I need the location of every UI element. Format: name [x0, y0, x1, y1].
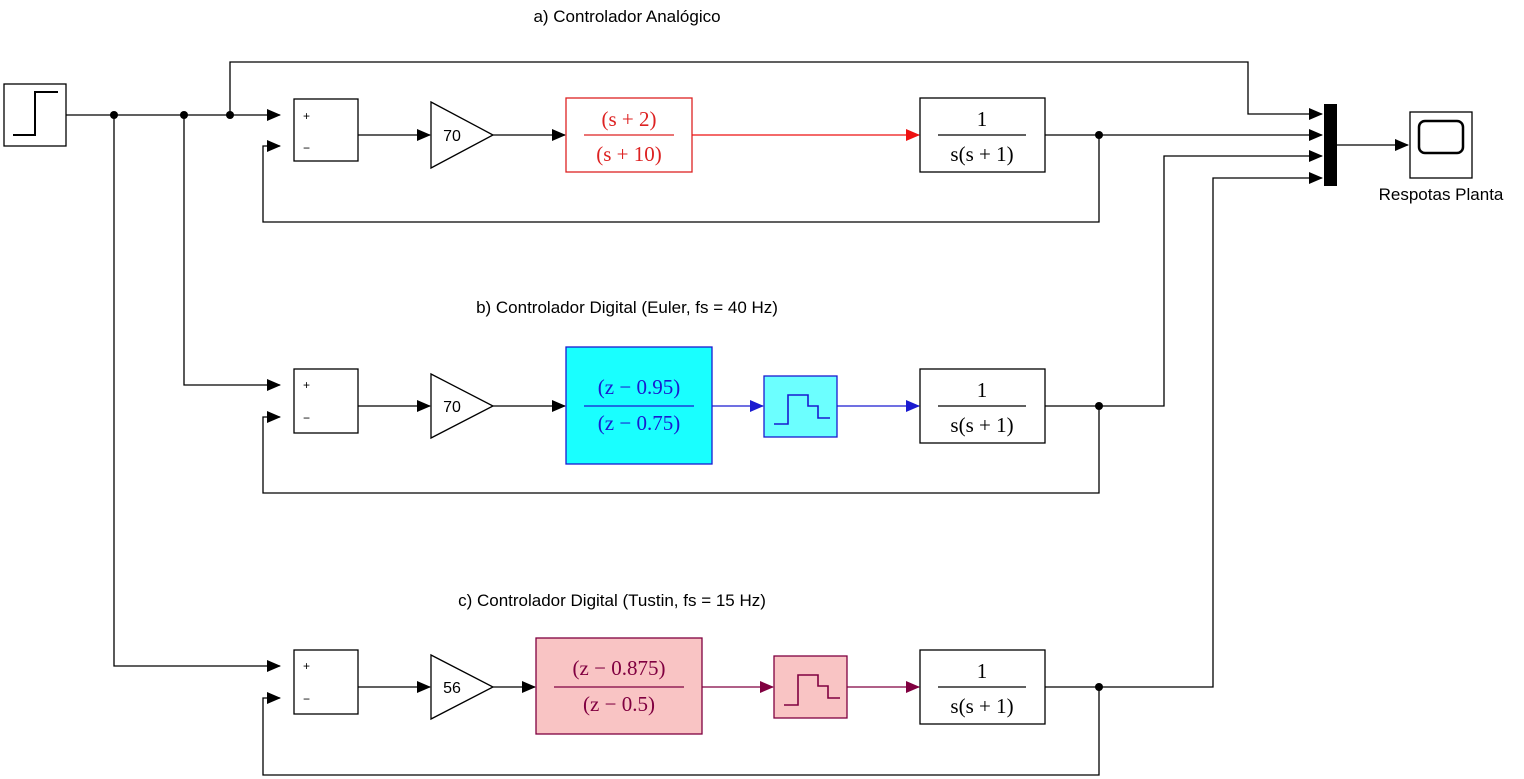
zero-order-hold-c[interactable]: [773, 655, 848, 719]
sum-block-b[interactable]: + −: [293, 368, 359, 434]
tf-denominator: s(s + 1): [950, 694, 1013, 718]
tf-denominator: s(s + 1): [950, 413, 1013, 437]
gain-block-c[interactable]: 56: [430, 653, 495, 721]
plant-tf-b[interactable]: 1 s(s + 1): [919, 368, 1046, 444]
step-block[interactable]: [3, 83, 67, 147]
branch-points: [110, 111, 234, 119]
sum-minus-sign: −: [303, 411, 310, 425]
tf-numerator: 1: [977, 659, 988, 683]
scope-label: Respotas Planta: [1379, 185, 1504, 204]
row-digital-tustin: + − 56 (z − 0.875) (z − 0.5) 1 s(s + 1): [262, 172, 1323, 776]
sum-minus-sign: −: [303, 692, 310, 706]
scope-block[interactable]: [1409, 111, 1473, 179]
title-digital-euler: b) Controlador Digital (Euler, fs = 40 H…: [476, 298, 778, 317]
tf-denominator: (z − 0.5): [583, 692, 655, 716]
gain-block-b[interactable]: 70: [430, 372, 495, 440]
zoh-icon: [774, 394, 830, 425]
title-analog: a) Controlador Analógico: [533, 7, 720, 26]
plant-tf-c[interactable]: 1 s(s + 1): [919, 649, 1046, 725]
gain-block-a[interactable]: 70: [430, 100, 495, 170]
source-wires: [66, 61, 1323, 672]
row-digital-euler: + − 70 (z − 0.95) (z − 0.75) 1 s(s + 1): [262, 150, 1323, 494]
controller-tf-a[interactable]: (s + 2) (s + 10): [565, 97, 693, 173]
controller-tf-b[interactable]: (z − 0.95) (z − 0.75): [565, 346, 713, 465]
tf-denominator: (z − 0.75): [598, 411, 680, 435]
gain-value: 56: [443, 680, 461, 697]
tf-numerator: (z − 0.95): [598, 375, 680, 399]
mux-block[interactable]: [1324, 104, 1337, 186]
gain-value: 70: [443, 128, 461, 145]
sum-plus-sign: +: [303, 659, 310, 673]
row-analog: + − 70 (s + 2) (s + 10) 1 s(s + 1): [262, 97, 1323, 223]
zero-order-hold-b[interactable]: [763, 375, 838, 438]
tf-denominator: (s + 10): [596, 142, 662, 166]
controller-tf-c[interactable]: (z − 0.875) (z − 0.5): [535, 637, 703, 735]
tf-denominator: s(s + 1): [950, 142, 1013, 166]
sum-plus-sign: +: [303, 109, 310, 123]
step-icon: [13, 91, 58, 136]
sum-plus-sign: +: [303, 378, 310, 392]
gain-value: 70: [443, 399, 461, 416]
tf-numerator: (z − 0.875): [573, 656, 666, 680]
tf-numerator: (s + 2): [601, 107, 656, 131]
sum-block-c[interactable]: + −: [293, 649, 359, 715]
tf-numerator: 1: [977, 378, 988, 402]
title-digital-tustin: c) Controlador Digital (Tustin, fs = 15 …: [458, 591, 766, 610]
sum-minus-sign: −: [303, 141, 310, 155]
scope-icon: [1417, 119, 1465, 155]
sum-block-a[interactable]: + −: [293, 98, 359, 162]
plant-tf-a[interactable]: 1 s(s + 1): [919, 97, 1046, 173]
tf-numerator: 1: [977, 107, 988, 131]
zoh-icon: [784, 674, 840, 706]
